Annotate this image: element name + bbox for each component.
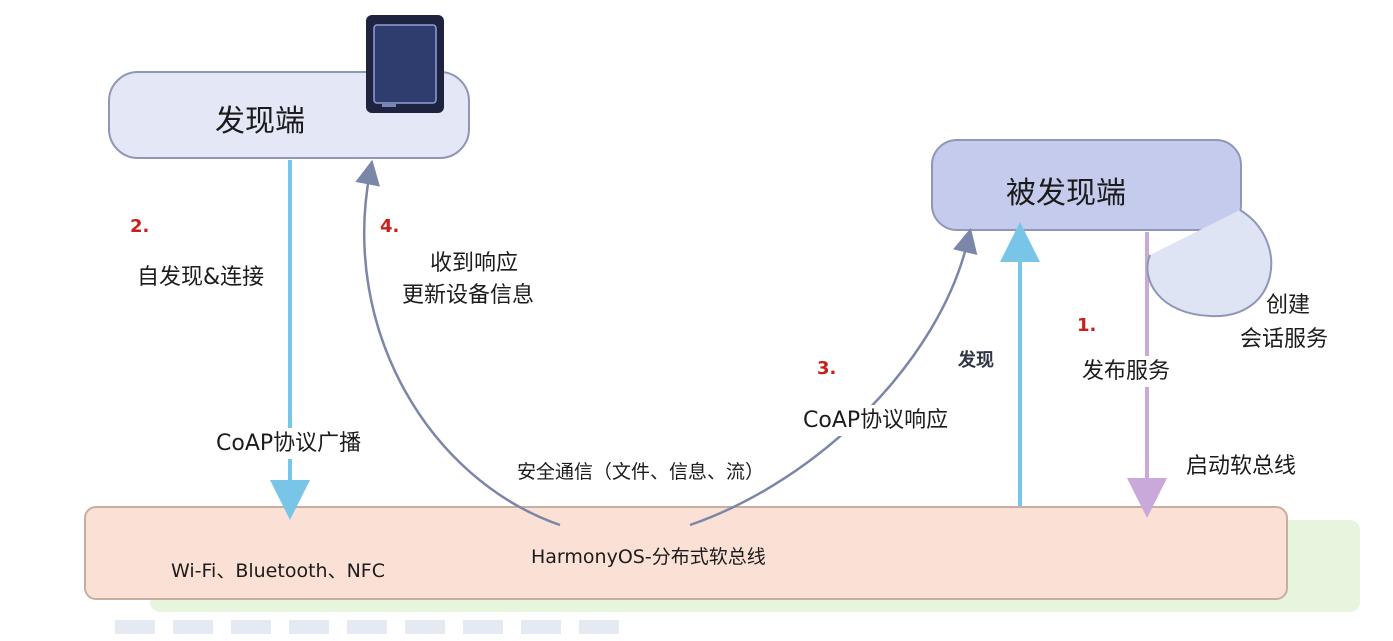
step-3-number: 3. (817, 358, 837, 379)
discover-label: 发现 (958, 350, 994, 371)
self-discover-label: 自发现&连接 (133, 262, 269, 293)
soft-bus-bar (84, 506, 1288, 600)
publish-service-label: 发布服务 (1082, 356, 1171, 387)
step-1-number: 1. (1077, 315, 1097, 336)
step-4-number: 4. (380, 216, 400, 237)
received-response-label: 收到响应 (430, 248, 519, 279)
secure-communication-label: 安全通信（文件、信息、流） (517, 459, 765, 485)
start-soft-bus-label: 启动软总线 (1186, 451, 1297, 482)
update-device-info-label: 更新设备信息 (402, 280, 535, 311)
discoverer-label: 发现端 (215, 104, 305, 139)
coap-broadcast-label: CoAP协议广播 (212, 428, 366, 459)
phone-icon (366, 15, 444, 113)
discovered-label: 被发现端 (1006, 176, 1126, 211)
bus-transports: Wi-Fi、Bluetooth、NFC (171, 560, 385, 582)
create-label: 创建 (1266, 290, 1311, 321)
discovered-node (931, 139, 1242, 231)
coap-response-label: CoAP协议响应 (803, 405, 949, 436)
bus-title: HarmonyOS-分布式软总线 (531, 546, 766, 568)
step-2-number: 2. (130, 216, 150, 237)
response-arrow (355, 159, 561, 527)
session-service-label: 会话服务 (1240, 324, 1329, 355)
cycle-arrow (1146, 209, 1273, 318)
bottom-faded-strip (115, 620, 635, 634)
